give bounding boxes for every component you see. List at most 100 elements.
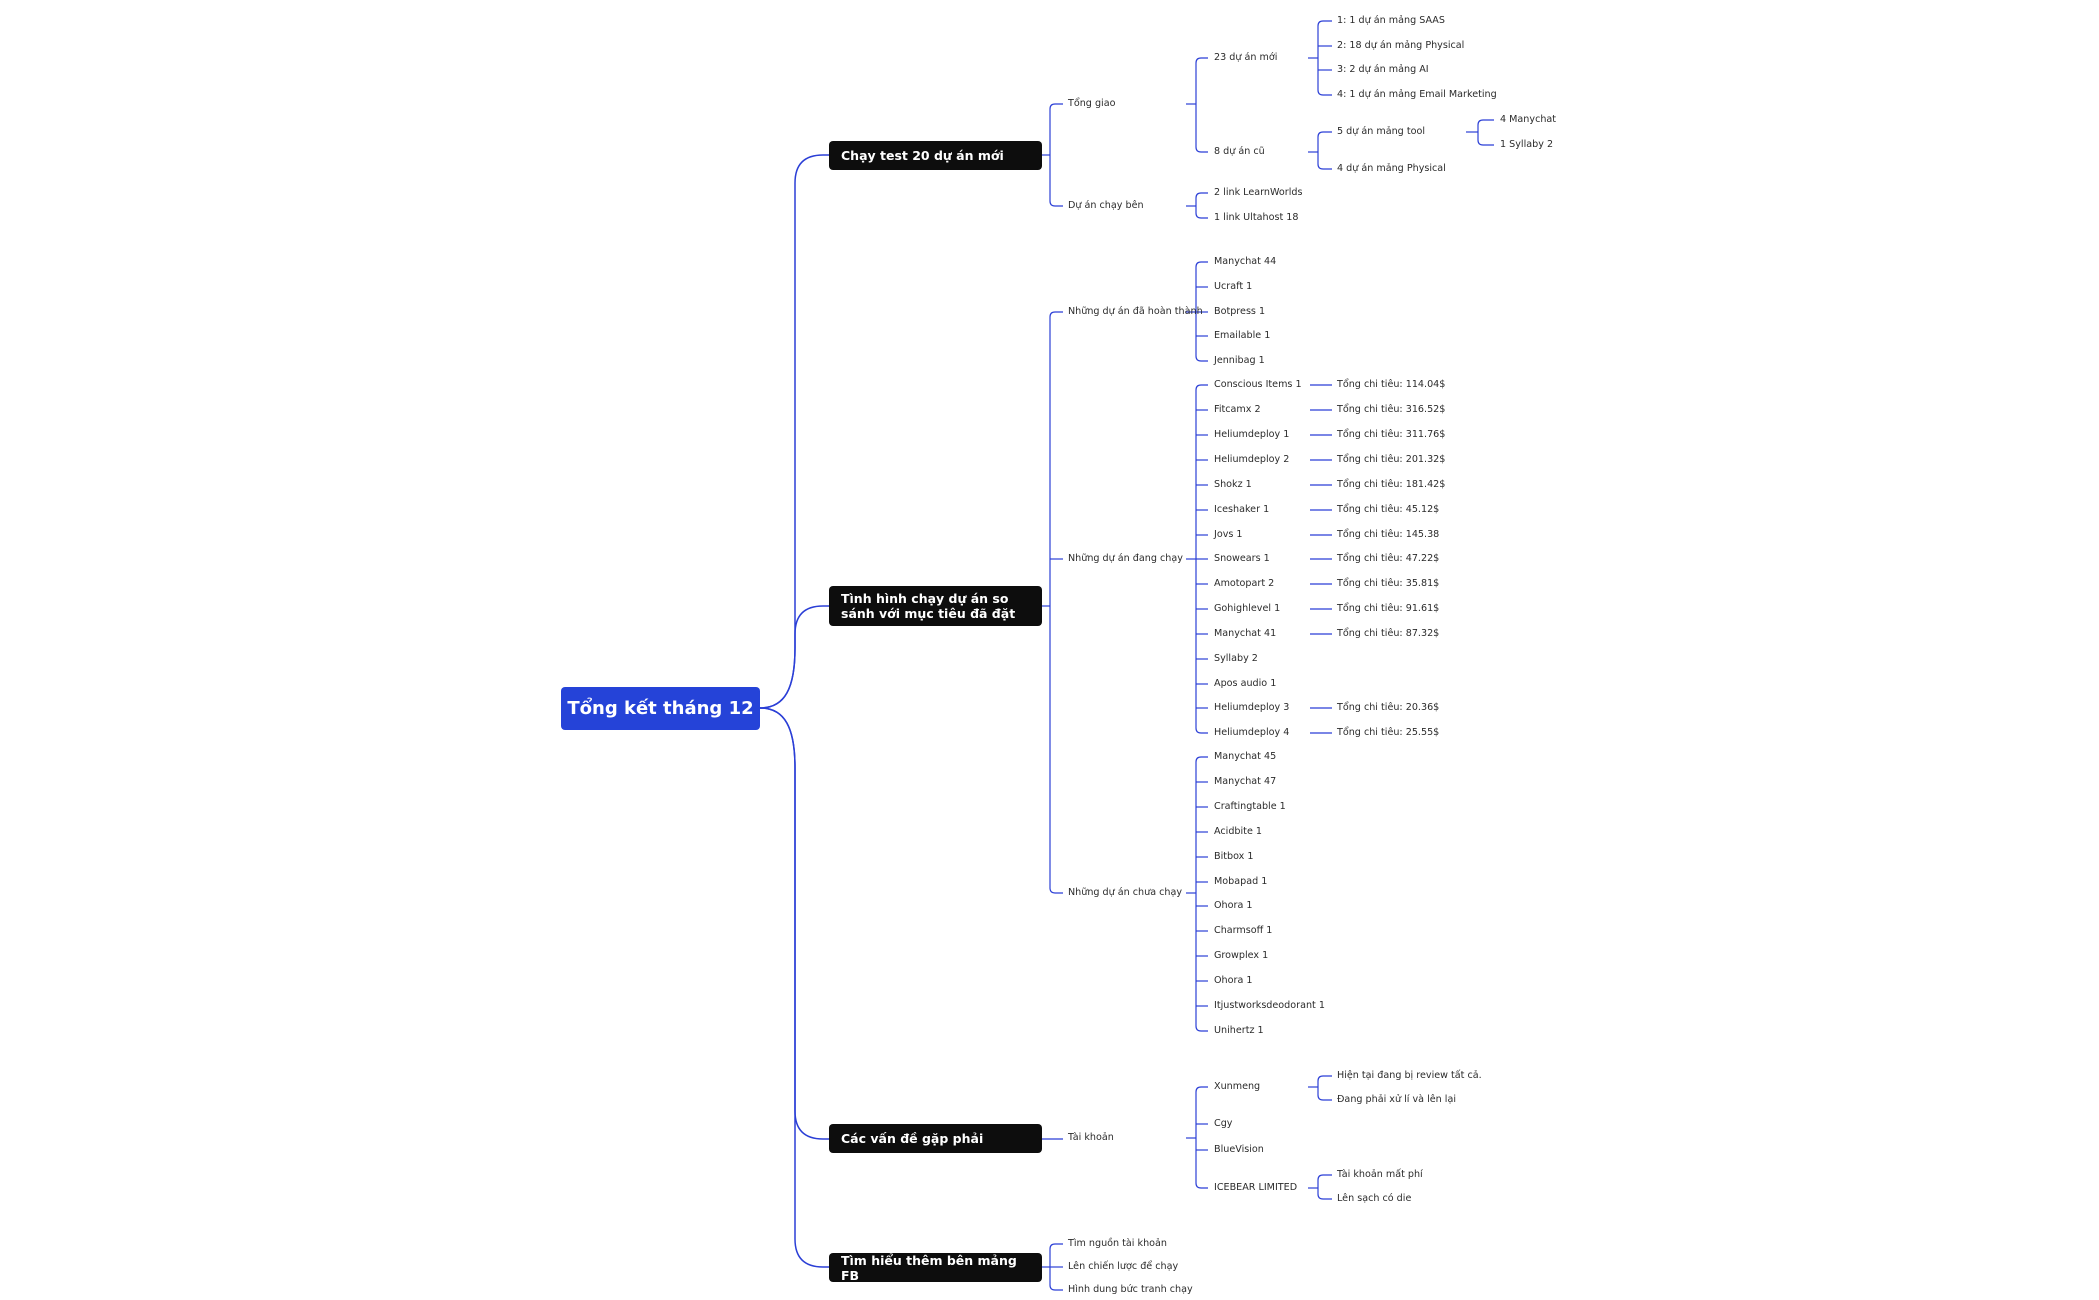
connector-line: [759, 154, 829, 709]
connector-line: [1195, 1025, 1208, 1032]
node-issue[interactable]: Hiện tại đang bị review tất cả.: [1337, 1070, 1482, 1081]
node-project-item[interactable]: Manychat 45: [1214, 751, 1277, 762]
node-running-projects[interactable]: Những dự án đang chạy: [1068, 553, 1183, 564]
node-project-item[interactable]: Itjustworksdeodorant 1: [1214, 1000, 1325, 1011]
node-fb-item[interactable]: Tìm nguồn tài khoản: [1068, 1238, 1167, 1249]
node-physical-new[interactable]: 2: 18 dự án mảng Physical: [1337, 40, 1465, 51]
node-spend[interactable]: Tổng chi tiêu: 25.55$: [1337, 727, 1440, 738]
node-tool-projects[interactable]: 5 dự án mảng tool: [1337, 126, 1425, 137]
node-issue[interactable]: Tài khoản mất phí: [1337, 1169, 1423, 1180]
connector-line: [1195, 355, 1208, 362]
node-project-item[interactable]: Amotopart 2: [1214, 578, 1275, 589]
node-spend[interactable]: Tổng chi tiêu: 145.38: [1337, 529, 1440, 540]
node-project-item[interactable]: Manychat 47: [1214, 776, 1277, 787]
node-project-item[interactable]: Ohora 1: [1214, 900, 1253, 911]
branch-node-problems[interactable]: Các vấn đề gặp phải: [829, 1124, 1042, 1153]
branch-node-fb-research[interactable]: Tìm hiểu thêm bên mảng FB: [829, 1253, 1042, 1283]
node-fb-item[interactable]: Hình dung bức tranh chạy: [1068, 1284, 1193, 1295]
node-project-item[interactable]: Iceshaker 1: [1214, 504, 1270, 515]
node-issue[interactable]: Lên sạch có die: [1337, 1193, 1412, 1204]
node-project-item[interactable]: Snowears 1: [1214, 553, 1270, 564]
node-project-item[interactable]: Heliumdeploy 4: [1214, 727, 1290, 738]
node-ai[interactable]: 3: 2 dự án mảng AI: [1337, 64, 1429, 75]
node-project-item[interactable]: Manychat 41: [1214, 628, 1277, 639]
node-account-bluevision[interactable]: BlueVision: [1214, 1144, 1264, 1155]
node-project-item[interactable]: Jovs 1: [1214, 529, 1243, 540]
node-new-projects[interactable]: 23 dự án mới: [1214, 52, 1278, 63]
node-spend[interactable]: Tổng chi tiêu: 45.12$: [1337, 504, 1440, 515]
node-project-item[interactable]: Heliumdeploy 2: [1214, 454, 1290, 465]
node-project-item[interactable]: Acidbite 1: [1214, 826, 1262, 837]
node-spend[interactable]: Tổng chi tiêu: 47.22$: [1337, 553, 1440, 564]
node-spend[interactable]: Tổng chi tiêu: 87.32$: [1337, 628, 1440, 639]
node-spend[interactable]: Tổng chi tiêu: 316.52$: [1337, 404, 1446, 415]
node-project-item[interactable]: Craftingtable 1: [1214, 801, 1286, 812]
branch-node-progress-vs-target[interactable]: Tình hình chạy dự án so sánh với mục tiê…: [829, 586, 1042, 626]
node-project-item[interactable]: Ucraft 1: [1214, 281, 1253, 292]
node-project-item[interactable]: Jennibag 1: [1214, 355, 1265, 366]
connector-line: [759, 707, 829, 1268]
branch-node-test-projects[interactable]: Chạy test 20 dự án mới: [829, 141, 1042, 170]
connector-line: [1049, 1243, 1063, 1250]
connector-line: [1195, 192, 1208, 199]
node-account-xunmeng[interactable]: Xunmeng: [1214, 1081, 1261, 1092]
connector-line: [1049, 311, 1063, 318]
node-spend[interactable]: Tổng chi tiêu: 181.42$: [1337, 479, 1446, 490]
node-accounts[interactable]: Tài khoản: [1068, 1132, 1114, 1143]
node-project-item[interactable]: Manychat 44: [1214, 256, 1277, 267]
node-project-item[interactable]: Bitbox 1: [1214, 851, 1254, 862]
node-project-item[interactable]: Mobapad 1: [1214, 876, 1268, 887]
node-side-projects[interactable]: Dự án chạy bên: [1068, 200, 1144, 211]
connector-line: [1195, 212, 1208, 219]
node-email-marketing[interactable]: 4: 1 dự án mảng Email Marketing: [1337, 89, 1497, 100]
node-1-syllaby[interactable]: 1 Syllaby 2: [1500, 139, 1554, 150]
node-project-item[interactable]: Unihertz 1: [1214, 1025, 1264, 1036]
node-account-icebear[interactable]: ICEBEAR LIMITED: [1214, 1182, 1298, 1193]
node-spend[interactable]: Tổng chi tiêu: 201.32$: [1337, 454, 1446, 465]
node-spend[interactable]: Tổng chi tiêu: 20.36$: [1337, 702, 1440, 713]
node-project-item[interactable]: Growplex 1: [1214, 950, 1269, 961]
node-project-item[interactable]: Shokz 1: [1214, 479, 1252, 490]
node-project-item[interactable]: Ohora 1: [1214, 975, 1253, 986]
connector-line: [1049, 200, 1063, 207]
root-node[interactable]: Tổng kết tháng 12: [561, 687, 760, 730]
node-learnworlds[interactable]: 2 link LearnWorlds: [1214, 187, 1303, 198]
connector-line: [1195, 261, 1208, 268]
connector-line: [1049, 1284, 1063, 1291]
connector-line: [1195, 146, 1208, 153]
node-project-item[interactable]: Charmsoff 1: [1214, 925, 1273, 936]
node-ultahost[interactable]: 1 link Ultahost 18: [1214, 212, 1299, 223]
node-spend[interactable]: Tổng chi tiêu: 311.76$: [1337, 429, 1446, 440]
node-project-item[interactable]: Emailable 1: [1214, 330, 1271, 341]
node-project-item[interactable]: Apos audio 1: [1214, 678, 1277, 689]
node-account-cgy[interactable]: Cgy: [1214, 1118, 1233, 1129]
node-issue[interactable]: Đang phải xử lí và lên lại: [1337, 1094, 1456, 1105]
node-old-projects[interactable]: 8 dự án cũ: [1214, 146, 1265, 157]
connector-line: [1317, 1193, 1332, 1200]
node-project-item[interactable]: Syllaby 2: [1214, 653, 1258, 664]
node-4-manychat[interactable]: 4 Manychat: [1500, 114, 1557, 125]
node-spend[interactable]: Tổng chi tiêu: 114.04$: [1337, 379, 1446, 390]
node-tong-giao[interactable]: Tổng giao: [1068, 98, 1116, 109]
node-project-item[interactable]: Heliumdeploy 3: [1214, 702, 1290, 713]
connector-line: [1317, 1075, 1332, 1082]
node-project-item[interactable]: Heliumdeploy 1: [1214, 429, 1290, 440]
node-pending-projects[interactable]: Những dự án chưa chạy: [1068, 887, 1183, 898]
node-project-item[interactable]: Botpress 1: [1214, 306, 1266, 317]
node-project-item[interactable]: Gohighlevel 1: [1214, 603, 1281, 614]
connector-line: [1195, 384, 1208, 391]
connector-line: [1195, 1182, 1208, 1189]
node-project-item[interactable]: Fitcamx 2: [1214, 404, 1261, 415]
node-physical-old[interactable]: 4 dự án mảng Physical: [1337, 163, 1446, 174]
connector-line: [1317, 131, 1332, 138]
connector-line: [1317, 1174, 1332, 1181]
connector-line: [1317, 89, 1332, 96]
node-project-item[interactable]: Conscious Items 1: [1214, 379, 1302, 390]
node-fb-item[interactable]: Lên chiến lược để chạy: [1068, 1261, 1179, 1272]
node-saas[interactable]: 1: 1 dự án mảng SAAS: [1337, 15, 1445, 26]
node-spend[interactable]: Tổng chi tiêu: 91.61$: [1337, 603, 1440, 614]
node-spend[interactable]: Tổng chi tiêu: 35.81$: [1337, 578, 1440, 589]
node-completed-projects[interactable]: Những dự án đã hoàn thành: [1068, 306, 1203, 317]
connector-line: [1317, 20, 1332, 27]
connector-line: [1317, 1094, 1332, 1101]
